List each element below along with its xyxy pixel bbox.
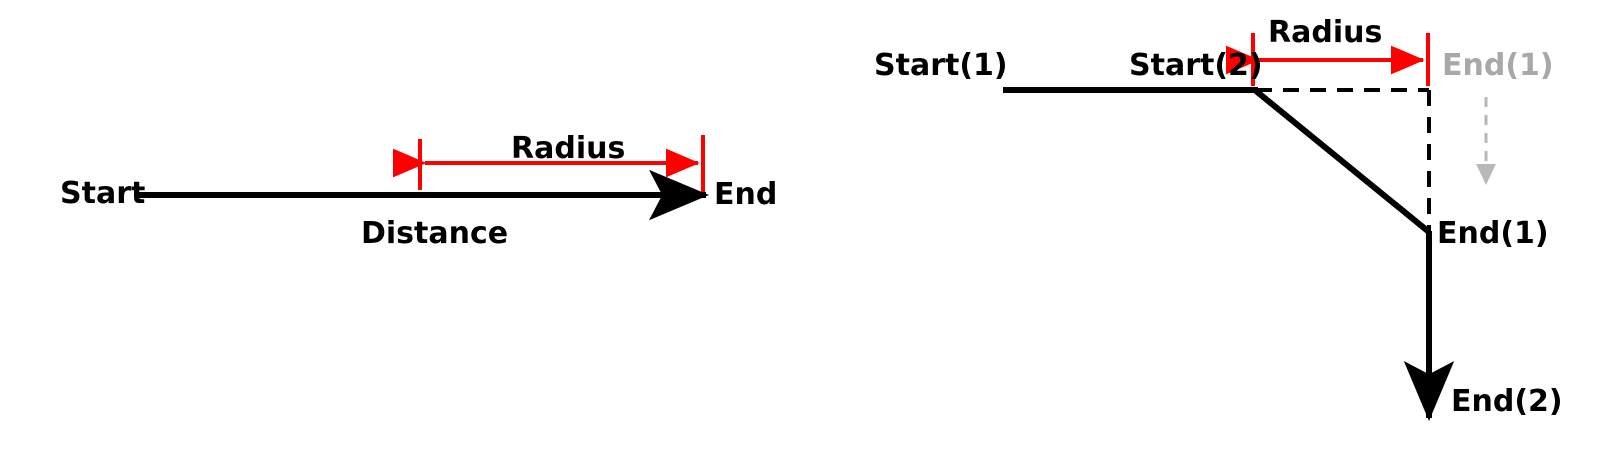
right-end1-ghost-label: End(1) [1442,48,1554,83]
left-start-label: Start [60,176,145,211]
right-radius-label: Radius [1268,15,1382,50]
right-start1-label: Start(1) [874,48,1008,83]
right-end2-label: End(2) [1451,384,1563,419]
right-sloped-segment [1254,88,1431,235]
left-radius-label: Radius [511,131,625,166]
left-distance-label: Distance [361,216,508,251]
left-end-label: End [714,177,777,212]
right-start2-label: Start(2) [1129,48,1263,83]
right-end1-label: End(1) [1437,216,1549,251]
